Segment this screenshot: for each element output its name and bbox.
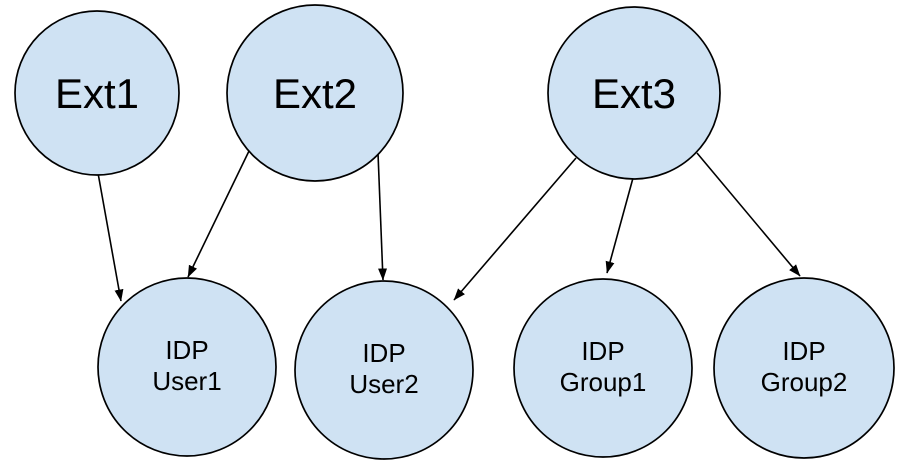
- node-ext3: Ext3: [547, 6, 721, 180]
- edge-layer: [97, 150, 801, 302]
- edge-ext3-to-idp-group1: [605, 177, 634, 274]
- edge-ext2-to-idp-user1: [187, 150, 250, 278]
- node-idp-user1-label-line1: IDP: [165, 335, 208, 365]
- node-ext1: Ext1: [14, 10, 180, 176]
- edge-ext1-to-idp-user1: [97, 172, 124, 302]
- node-idp-group1-circle: [513, 278, 693, 458]
- node-ext1-circle: [14, 10, 180, 176]
- node-ext1-label: Ext1: [55, 70, 139, 117]
- node-ext2-circle: [226, 4, 404, 182]
- node-idp-user2-label-line1: IDP: [362, 338, 405, 368]
- node-idp-user1-circle: [97, 277, 277, 457]
- node-idp-user1: IDP User1: [97, 277, 277, 457]
- node-layer: Ext1 Ext2 Ext3 IDP User1 IDP User2: [14, 4, 895, 460]
- node-idp-group2-circle: [713, 277, 895, 459]
- edge-ext3-to-idp-group2: [696, 152, 801, 277]
- node-idp-group1-label-line1: IDP: [581, 336, 624, 366]
- node-idp-group2-label-line2: Group2: [761, 367, 848, 397]
- node-idp-group1: IDP Group1: [513, 278, 693, 458]
- edge-ext2-to-idp-user2: [377, 152, 388, 281]
- node-idp-group2-label-line1: IDP: [782, 336, 825, 366]
- node-idp-user2: IDP User2: [294, 280, 474, 460]
- node-idp-group2: IDP Group2: [713, 277, 895, 459]
- node-idp-user1-label-line2: User1: [152, 366, 221, 396]
- node-idp-user2-label-line2: User2: [349, 369, 418, 399]
- node-ext2: Ext2: [226, 4, 404, 182]
- edge-ext3-to-idp-user2: [453, 157, 577, 301]
- node-idp-group1-label-line2: Group1: [560, 367, 647, 397]
- node-ext3-label: Ext3: [592, 70, 676, 117]
- node-ext3-circle: [547, 6, 721, 180]
- node-idp-user2-circle: [294, 280, 474, 460]
- node-ext2-label: Ext2: [273, 70, 357, 117]
